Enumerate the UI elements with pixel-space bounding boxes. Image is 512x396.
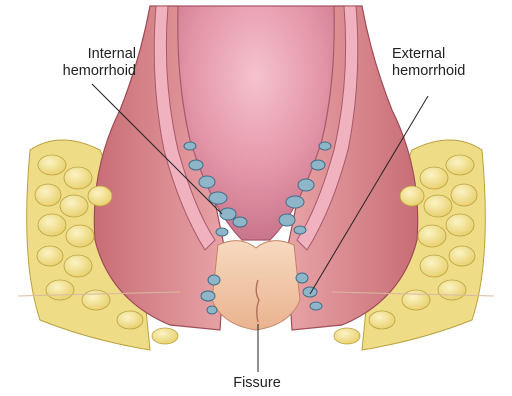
external-hemorrhoid-label-line2: hemorrhoid xyxy=(392,63,512,80)
fissure-label: Fissure xyxy=(212,375,302,392)
external-hemorrhoid-label: External hemorrhoid xyxy=(392,46,512,80)
internal-hemorrhoid-label-line2: hemorrhoid xyxy=(8,63,136,80)
internal-hemorrhoid-label-line1: Internal xyxy=(8,46,136,63)
fissure-label-text: Fissure xyxy=(212,375,302,392)
external-hemorrhoid-label-line1: External xyxy=(392,46,512,63)
internal-hemorrhoid-label: Internal hemorrhoid xyxy=(8,46,136,80)
